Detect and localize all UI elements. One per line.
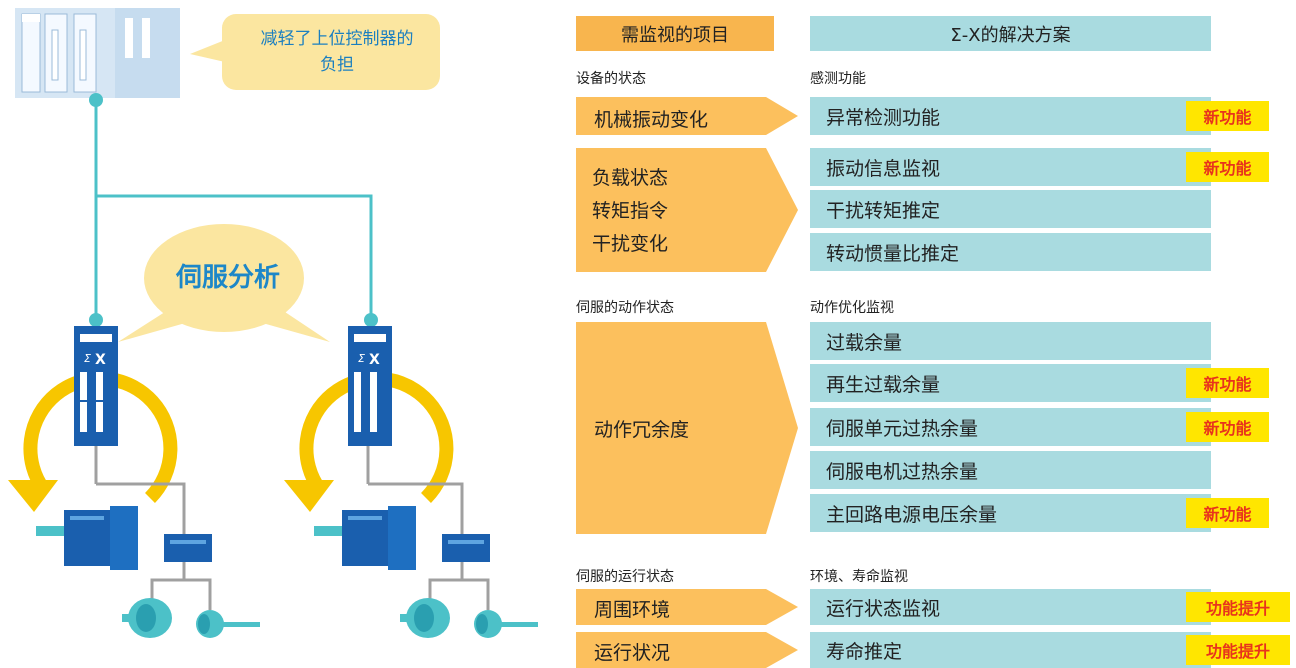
servo-motor-icon	[36, 506, 138, 570]
controller-port-icon	[89, 93, 103, 107]
solution-row: 干扰转矩推定	[810, 190, 1211, 228]
speech-bubble-center	[118, 224, 330, 342]
new-feature-badge: 新功能	[1186, 368, 1269, 398]
servo-amplifier-icon: Σ X	[348, 326, 392, 446]
monitor-item-label: 周围环境	[594, 599, 671, 621]
header-monitor-items: 需监视的项目	[576, 16, 774, 51]
monitor-item-box	[576, 148, 766, 272]
section-label-left: 伺服的动作状态	[576, 300, 674, 316]
monitor-item-label: 机械振动变化	[594, 109, 709, 131]
svg-text:Σ: Σ	[84, 352, 91, 365]
servo-port-icon	[89, 313, 103, 327]
small-motor-icon	[400, 598, 450, 638]
section-label-right: 动作优化监视	[810, 300, 894, 316]
solution-row: 运行状态监视	[810, 589, 1211, 625]
encoder-unit-icon	[164, 534, 212, 562]
new-feature-badge: 新功能	[1186, 101, 1269, 131]
svg-text:Σ: Σ	[358, 352, 365, 365]
section-label-left: 伺服的运行状态	[576, 569, 674, 585]
servo-amplifier-icon: Σ X	[74, 326, 118, 446]
monitor-item-box	[576, 322, 766, 534]
arrow-right-icon	[766, 322, 798, 534]
solution-row: 振动信息监视	[810, 148, 1211, 186]
new-feature-badge: 新功能	[1186, 412, 1269, 442]
monitor-item-label: 运行状况	[594, 642, 671, 664]
monitor-item-label: 负载状态	[592, 167, 669, 189]
speech-bubble-top	[190, 14, 440, 90]
monitor-item-label-group: 负载状态 转矩指令 干扰变化	[592, 162, 668, 261]
servo-system-diagram: Σ X Σ X	[8, 8, 538, 638]
bubble-top-line1: 减轻了上位控制器的	[260, 29, 414, 49]
small-motor-icon	[474, 610, 538, 638]
monitor-item-box	[576, 589, 766, 625]
motor-cable	[94, 446, 490, 610]
monitor-item-label: 干扰变化	[592, 233, 669, 255]
solution-row: 伺服电机过热余量	[810, 451, 1211, 489]
solution-row: 伺服单元过热余量	[810, 408, 1211, 446]
controller-icon	[15, 8, 180, 98]
arrow-right-icon	[766, 97, 798, 135]
bubble-center-text: 伺服分析	[175, 263, 280, 293]
arrow-right-icon	[766, 632, 798, 668]
new-feature-badge: 新功能	[1186, 152, 1269, 182]
monitor-item-box	[576, 632, 766, 668]
section-label-left: 设备的状态	[576, 71, 646, 87]
arrow-right-icon	[766, 589, 798, 625]
bubble-top-line2: 负担	[320, 55, 354, 75]
bubble-top-text: 减轻了上位控制器的 负担	[222, 26, 452, 78]
encoder-unit-icon	[442, 534, 490, 562]
arrow-right-icon	[766, 148, 798, 272]
svg-text:X: X	[95, 352, 106, 368]
header-solutions: Σ-X的解决方案	[810, 16, 1211, 51]
section-label-right: 感测功能	[810, 71, 866, 87]
section-label-right: 环境、寿命监视	[810, 569, 908, 585]
solution-row: 过载余量	[810, 322, 1211, 360]
small-motor-icon	[196, 610, 260, 638]
servo-motor-icon	[314, 506, 416, 570]
solution-row: 转动惯量比推定	[810, 233, 1211, 271]
monitor-item-label: 动作冗余度	[594, 419, 690, 441]
solution-row: 主回路电源电压余量	[810, 494, 1211, 532]
improved-feature-badge: 功能提升	[1186, 635, 1290, 665]
new-feature-badge: 新功能	[1186, 498, 1269, 528]
monitor-item-box	[576, 97, 766, 135]
small-motor-icon	[122, 598, 172, 638]
improved-feature-badge: 功能提升	[1186, 592, 1290, 622]
solution-row: 寿命推定	[810, 632, 1211, 668]
solution-row: 异常检测功能	[810, 97, 1211, 135]
solution-row: 再生过载余量	[810, 364, 1211, 402]
servo-port-icon	[364, 313, 378, 327]
svg-text:X: X	[369, 352, 380, 368]
monitor-item-label: 转矩指令	[592, 200, 669, 222]
network-cable	[94, 100, 373, 318]
